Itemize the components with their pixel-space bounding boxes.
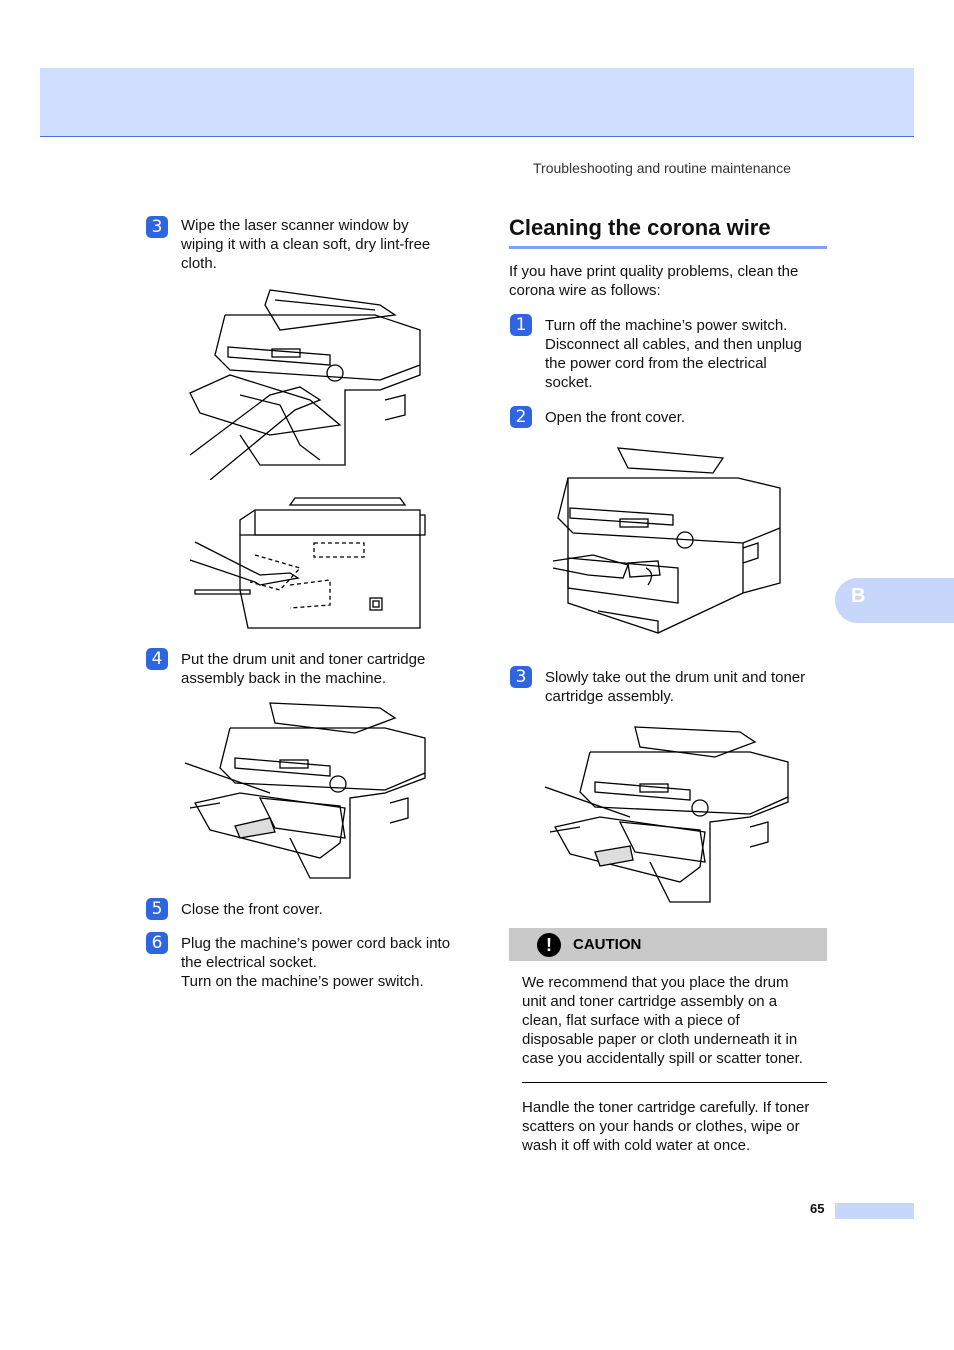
text-line: clean, flat surface with a piece of [522,1012,740,1029]
text-line: If you have print quality problems, clea… [509,263,799,280]
step-number: 6 [146,932,168,954]
text-line: We recommend that you place the drum [522,974,789,991]
text-line: Turn off the machine’s power switch. [545,317,788,334]
text-line: the power cord from the electrical [545,355,767,372]
text-line: corona wire as follows: [509,282,661,299]
step-number: 3 [510,666,532,688]
caution-divider [522,1082,827,1083]
text-line: Close the front cover. [181,901,323,918]
text-line: assembly back in the machine. [181,670,387,687]
title-underline [509,246,827,249]
scanner-window-wipe-illustration [189,289,421,480]
caution-label: CAUTION [573,936,642,953]
step-number: 4 [146,648,168,670]
caution-paragraph-2: Handle the toner cartridge carefully. If… [522,1098,827,1155]
text-line: the electrical socket. [181,954,317,971]
text-line: Wipe the laser scanner window by [181,217,409,234]
caution-header: ! CAUTION [509,928,827,961]
section-title: Cleaning the corona wire [509,215,771,240]
drum-unit-insert-illustration [184,702,426,879]
header-band [40,68,914,137]
open-front-cover-illustration [552,447,781,634]
chapter-tab: B [835,578,954,623]
step-text: Put the drum unit and toner cartridge as… [181,650,471,688]
text-line: cloth. [181,255,217,272]
text-line: Handle the toner cartridge carefully. If… [522,1099,810,1116]
step-number: 3 [146,216,168,238]
step-number: 2 [510,406,532,428]
page-number-bar [835,1203,914,1219]
text-line: socket. [545,374,593,391]
text-line: Plug the machine’s power cord back into [181,935,451,952]
text-line: disposable paper or cloth underneath it … [522,1031,798,1048]
text-line: cartridge assembly. [545,688,674,705]
intro-paragraph: If you have print quality problems, clea… [509,262,827,300]
step-text: Turn off the machine’s power switch. Dis… [545,316,830,392]
text-line: unit and toner cartridge assembly on a [522,993,778,1010]
text-line: Open the front cover. [545,409,686,426]
step-text: Wipe the laser scanner window by wiping … [181,216,471,273]
text-line: Put the drum unit and toner cartridge [181,651,426,668]
page-number: 65 [810,1201,825,1216]
text-line: Turn on the machine’s power switch. [181,973,424,990]
step-text: Slowly take out the drum unit and toner … [545,668,830,706]
exclamation-icon: ! [537,933,561,957]
step-number: 1 [510,314,532,336]
scanner-side-view-illustration [189,497,426,629]
step-text: Plug the machine’s power cord back into … [181,934,476,991]
text-line: case you accidentally spill or scatter t… [522,1050,803,1067]
step-text: Close the front cover. [181,900,471,919]
text-line: wiping it with a clean soft, dry lint-fr… [181,236,431,253]
text-line: Disconnect all cables, and then unplug [545,336,802,353]
step-text: Open the front cover. [545,408,830,427]
running-head: Troubleshooting and routine maintenance [533,160,791,176]
text-line: Slowly take out the drum unit and toner [545,669,806,686]
text-line: scatters on your hands or clothes, wipe … [522,1118,800,1135]
caution-paragraph-1: We recommend that you place the drum uni… [522,973,827,1068]
step-number: 5 [146,898,168,920]
drum-unit-remove-illustration [545,726,789,903]
chapter-tab-label: B [851,585,866,607]
text-line: wash it off with cold water at once. [522,1137,751,1154]
